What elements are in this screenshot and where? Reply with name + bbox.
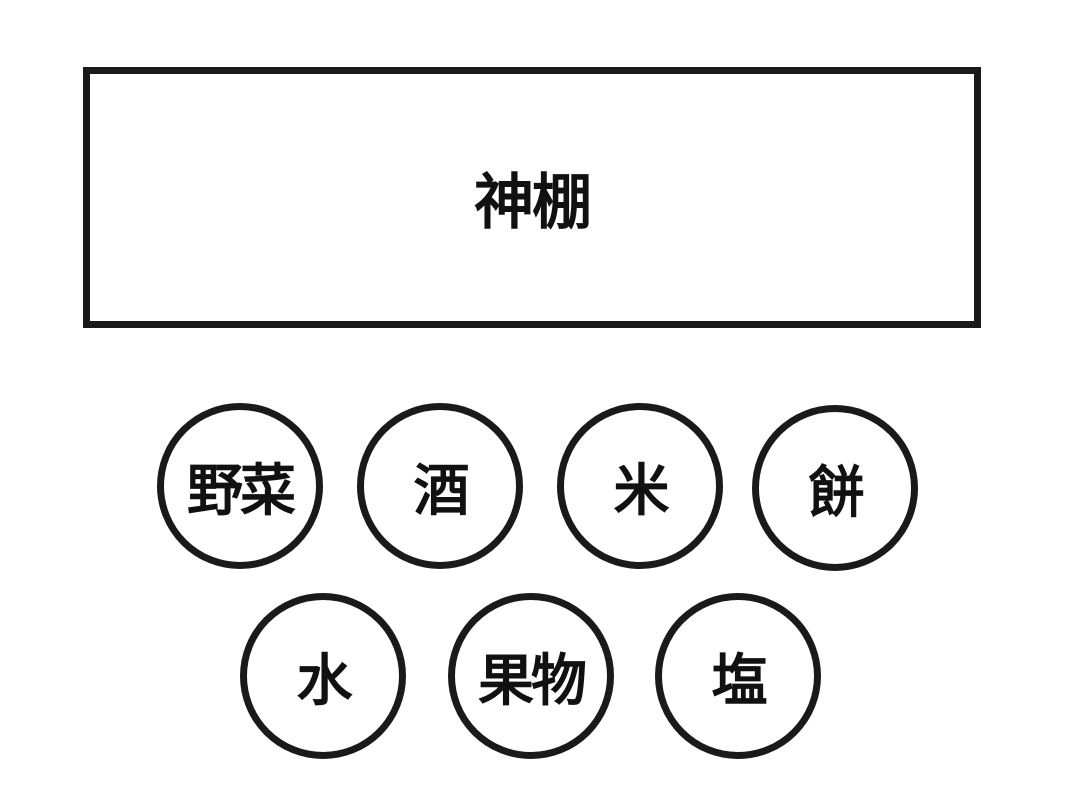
kamidana-label: 神棚 [474,168,592,238]
offering-label: 野菜 [187,457,296,524]
offering-vegetables: 野菜 [157,403,323,569]
offering-mochi: 餅 [752,405,918,571]
offering-rice: 米 [557,403,723,569]
offering-water: 水 [240,593,406,759]
kamidana-box: 神棚 [83,67,981,328]
offering-label: 米 [613,457,670,524]
offering-label: 酒 [413,457,470,524]
offering-fruit: 果物 [448,593,614,759]
offering-label: 水 [296,647,353,714]
offering-label: 餅 [808,459,865,526]
offering-label: 果物 [478,647,587,714]
offering-salt: 塩 [655,593,821,759]
offering-sake: 酒 [357,403,523,569]
offering-label: 塩 [711,647,768,714]
